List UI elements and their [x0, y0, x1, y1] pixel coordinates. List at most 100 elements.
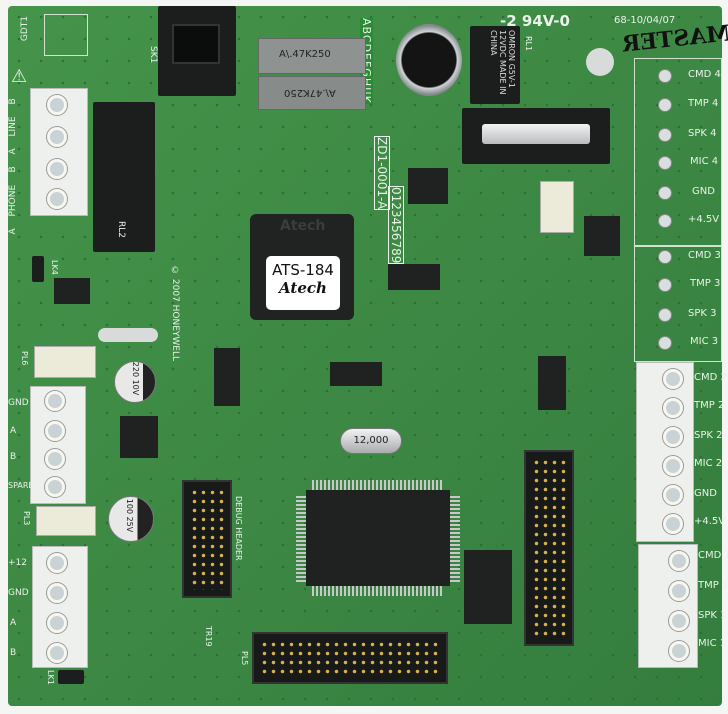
solder-pad [658, 128, 672, 142]
terminal-screw[interactable] [663, 369, 683, 389]
terminal-screw[interactable] [45, 477, 65, 497]
relay-brand: OMRON [507, 30, 516, 62]
relay-rl2 [93, 102, 155, 252]
module-model: ATS-184 [272, 261, 334, 279]
mcu-pins-top [312, 480, 444, 490]
terminal-screw[interactable] [669, 551, 689, 571]
mcu-pins-bottom [312, 586, 444, 596]
relay-voltage: 12VDC [498, 30, 507, 58]
line-label: LINE [8, 116, 18, 137]
gdt-outline [44, 14, 88, 56]
rj-opening [172, 24, 220, 64]
ats-184-module: Atech ATS-184 Atech [250, 214, 354, 320]
rl2-ref: RL2 [116, 221, 126, 238]
solder-pad [658, 98, 672, 112]
lk4-ref: LK4 [50, 260, 59, 275]
phone-label: PHONE [8, 184, 18, 217]
terminal-screw[interactable] [45, 391, 65, 411]
warning-icon: ⚠ [11, 66, 28, 87]
pin-label: A [8, 228, 18, 235]
ic-op-amp [388, 264, 440, 290]
terminal-screw[interactable] [47, 95, 67, 115]
spare-label: SPARE [8, 481, 34, 490]
terminal-screw[interactable] [45, 421, 65, 441]
zone4-outline [634, 58, 722, 246]
solder-pad [658, 186, 672, 200]
label-mic4: MIC 4 [690, 156, 719, 167]
pcb-board: -2 94V-0 68-10/04/07 MASTER ABCDEFGHIJK … [8, 6, 728, 706]
terminal-screw[interactable] [47, 613, 67, 633]
rj-socket[interactable] [158, 6, 236, 96]
debug-header[interactable] [182, 480, 232, 598]
label-cmd1: CMD 1 [698, 550, 728, 561]
mounting-hole [586, 48, 614, 76]
terminal-screw[interactable] [663, 485, 683, 505]
label-gnd4: GND [692, 186, 715, 197]
terminal-screw[interactable] [47, 643, 67, 663]
relay-rl1: OMRON G5V-1 12VDC MADE IN CHINA [470, 26, 520, 104]
solder-pad [658, 250, 672, 264]
terminal-screw[interactable] [47, 159, 67, 179]
connector-pl3[interactable] [36, 506, 96, 536]
ic-soic [54, 278, 90, 304]
connector-white[interactable] [540, 181, 574, 233]
voltage-regulator [408, 168, 448, 204]
label-spk1: SPK 1 [698, 610, 727, 621]
electrolytic-capacitor: 100 25V [108, 496, 154, 542]
ic-soic [584, 216, 620, 256]
label-spk3: SPK 3 [688, 308, 717, 319]
jumper-lk4[interactable] [32, 256, 44, 282]
module-label: ATS-184 Atech [266, 256, 340, 310]
terminal-screw[interactable] [47, 189, 67, 209]
terminal-screw[interactable] [663, 456, 683, 476]
label-tmp3: TMP 3 [690, 278, 721, 289]
label-cmd4: CMD 4 [688, 69, 721, 80]
terminal-screw[interactable] [669, 611, 689, 631]
terminal-block-zone1 [638, 544, 698, 668]
relay-model: G5V-1 [507, 63, 516, 88]
terminal-screw[interactable] [669, 581, 689, 601]
terminal-screw[interactable] [663, 514, 683, 534]
solder-pad [658, 214, 672, 228]
fuse[interactable] [482, 124, 590, 144]
spare-label-b: B [10, 452, 17, 462]
terminal-screw[interactable] [47, 583, 67, 603]
power-label-b: B [10, 648, 17, 658]
date-code: 68-10/04/07 [614, 15, 676, 26]
terminal-screw[interactable] [663, 427, 683, 447]
ribbon-header-horizontal[interactable] [252, 632, 448, 684]
terminal-screw[interactable] [45, 449, 65, 469]
crystal-oscillator: 12,000 [340, 428, 402, 454]
gdt-ref: GDT1 [20, 16, 30, 42]
terminal-screw[interactable] [47, 127, 67, 147]
terminal-screw[interactable] [669, 641, 689, 661]
voltage-regulator [120, 416, 158, 458]
ic-soic [214, 348, 240, 406]
pin-label: A [8, 148, 18, 155]
terminal-block-line [30, 88, 88, 216]
ul-rating: 94V-0 [521, 12, 570, 30]
solder-pad [658, 69, 672, 83]
ul-prefix: -2 [500, 12, 517, 30]
terminal-screw[interactable] [47, 553, 67, 573]
jumper-lk1[interactable] [58, 670, 84, 684]
label-tmp4: TMP 4 [688, 98, 719, 109]
spare-label-gnd: GND [8, 398, 29, 408]
terminal-block-spare [30, 386, 86, 504]
solder-pad [658, 308, 672, 322]
connector-pl6[interactable] [34, 346, 96, 378]
ribbon-header-vertical[interactable] [524, 450, 574, 646]
copyright: © 2007 HONEYWELL [170, 266, 180, 362]
terminal-screw[interactable] [663, 398, 683, 418]
label-v2: +4.5V [694, 516, 726, 527]
film-capacitor: A\.47K250 [258, 38, 366, 74]
ic-soic [538, 356, 566, 410]
label-cmd2: CMD 2 [694, 372, 727, 383]
digit-code: 0123456789 [388, 186, 404, 265]
ic-memory [464, 550, 512, 624]
pl5-ref: PL5 [240, 651, 249, 666]
film-capacitor: A\.47K250 [258, 76, 366, 110]
electrolytic-capacitor: 220 10V [114, 361, 156, 403]
pin-label: B [8, 98, 18, 105]
microcontroller [306, 490, 450, 586]
